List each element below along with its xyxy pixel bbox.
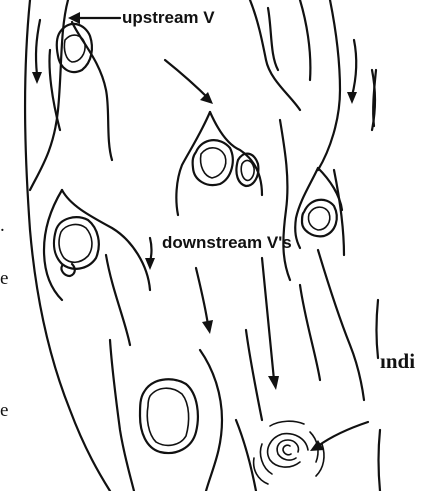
lower-left-rock xyxy=(110,340,222,491)
right-flow-lines xyxy=(250,0,375,255)
side-text-undi: ındi xyxy=(380,349,415,373)
right-lower-flow xyxy=(236,250,364,491)
side-text-e1: e xyxy=(0,268,8,289)
right-rock xyxy=(280,120,342,280)
flow-arrow-1 xyxy=(165,60,213,104)
middle-rock-group xyxy=(176,112,262,215)
side-text-e2: e xyxy=(0,400,8,421)
left-middle-rock xyxy=(44,190,150,345)
upstream-label: upstream V xyxy=(122,8,215,27)
downstream-arrows xyxy=(145,238,279,390)
downstream-label: downstream V's xyxy=(162,233,292,252)
side-text-dot: . xyxy=(0,215,5,236)
right-edge-strokes xyxy=(373,70,380,491)
upstream-arrow xyxy=(68,12,120,24)
whirlpool xyxy=(254,421,368,484)
left-bank xyxy=(25,0,110,491)
